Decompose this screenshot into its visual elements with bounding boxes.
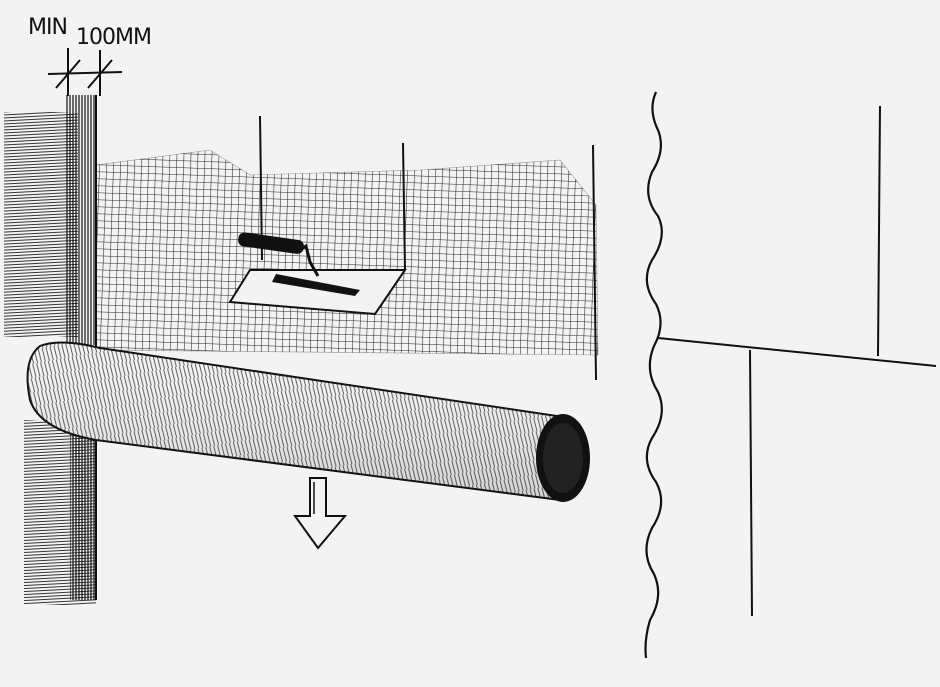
- mesh-roll: [26, 341, 590, 502]
- right-panel-lines: [657, 105, 937, 617]
- min-label: MIN: [28, 15, 67, 40]
- dimension-marker: [47, 48, 123, 96]
- reinforcement-mesh: [95, 149, 599, 356]
- trowel-icon: [228, 232, 407, 316]
- break-line: [644, 91, 663, 659]
- down-arrow-icon: [293, 477, 348, 550]
- dimension-label: 100MM: [76, 25, 151, 50]
